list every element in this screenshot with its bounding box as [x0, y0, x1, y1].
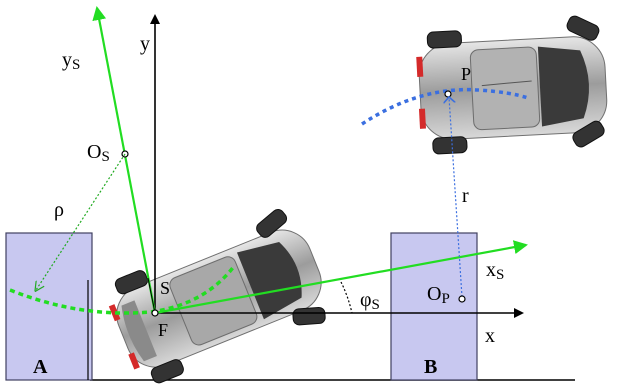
phi-angle-arc	[340, 281, 353, 314]
p-label: P	[461, 64, 471, 84]
box-b-label: B	[424, 356, 437, 378]
phi-label: φS	[360, 289, 380, 313]
parking-box-a: A	[5, 232, 93, 381]
target-car	[416, 15, 608, 155]
turning-arc-main	[9, 263, 237, 315]
xs-axis-label: xS	[486, 259, 504, 283]
s-label: S	[160, 278, 170, 298]
turning-arc-p	[361, 87, 529, 126]
op-point	[458, 295, 466, 303]
ys-axis-label: yS	[62, 49, 80, 73]
f-label: F	[158, 320, 168, 340]
s-marker-line	[147, 277, 156, 314]
ys-axis	[92, 6, 157, 314]
x-axis-label: x	[485, 325, 495, 347]
parking-box-b: B	[390, 232, 478, 381]
f-point	[151, 309, 159, 317]
xs-axis	[154, 240, 528, 315]
main-car	[108, 208, 326, 384]
p-point	[444, 90, 452, 98]
y-axis-label: y	[140, 33, 150, 55]
os-label: OS	[87, 141, 110, 165]
op-label: OP	[427, 283, 450, 307]
rho-radius	[36, 153, 126, 290]
r-label: r	[462, 185, 469, 207]
r-radius	[449, 97, 463, 298]
rho-label: ρ	[54, 199, 64, 221]
box-a-label: A	[33, 356, 48, 378]
